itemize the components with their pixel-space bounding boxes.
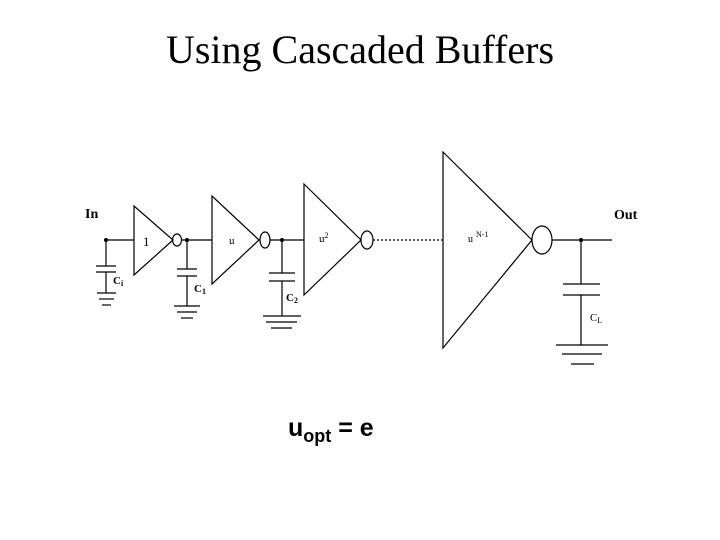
capacitor-cl [556, 240, 608, 365]
label-out: Out [614, 208, 638, 223]
buffer-stage-3 [303, 182, 362, 297]
label-cap-c2: C2 [286, 292, 298, 305]
inverter-bubble-3 [360, 230, 374, 250]
buffer-stage-2 [211, 194, 260, 286]
inverter-bubble-n [531, 225, 553, 255]
label-in: In [85, 207, 98, 222]
optimal-ratio-formula: uopt = e [288, 414, 374, 446]
capacitor-c1 [174, 240, 200, 319]
label-stage-2-gain: u [229, 235, 235, 247]
buffer-stage-1 [133, 204, 174, 277]
junction-dot-4 [579, 238, 583, 242]
label-cap-c1: C1 [194, 283, 206, 296]
junction-dot-2 [185, 238, 189, 242]
formula-subscript: opt [303, 426, 332, 446]
formula-rest: = e [331, 414, 374, 442]
slide-title: Using Cascaded Buffers [165, 27, 555, 72]
inverter-bubble-2 [259, 231, 271, 249]
capacitor-c2 [263, 240, 301, 329]
label-stage-1-gain: 1 [143, 234, 150, 249]
label-cap-cl: CL [590, 312, 602, 325]
junction-dot-1 [104, 238, 108, 242]
capacitor-ci [96, 240, 116, 306]
buffer-stage-n [442, 150, 533, 350]
junction-dot-3 [280, 238, 284, 242]
label-stage-3-gain: u2 [319, 231, 329, 245]
label-cap-ci: Ci [113, 275, 124, 288]
formula-variable: u [288, 414, 304, 442]
